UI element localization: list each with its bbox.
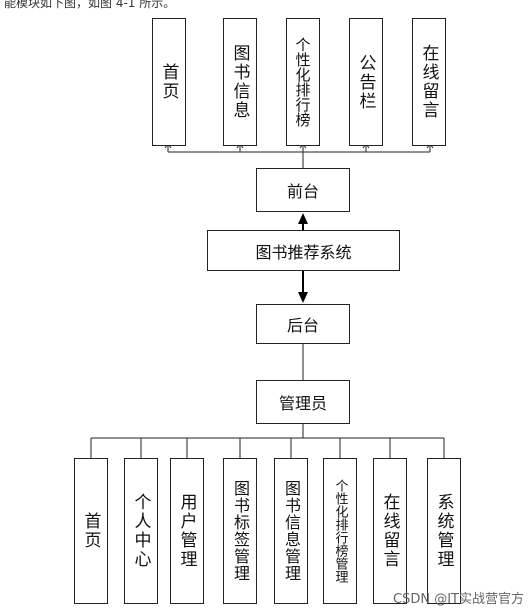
root-node: 图书推荐系统 [207, 230, 400, 271]
admin-module-book-info-management: 图书信息管理 [274, 458, 308, 604]
admin-module-book-tag-management: 图书标签管理 [223, 458, 257, 604]
admin-module-personal-center: 个人中心 [124, 458, 158, 604]
front-module-book-info: 图书信息 [223, 18, 257, 146]
caption-fragment: 能模块如下图，如图 4-1 所示。 [4, 0, 176, 10]
admin-module-personal-ranking-management: 个性化排行榜管理 [323, 458, 357, 604]
front-module-home: 首页 [152, 18, 186, 146]
front-node: 前台 [256, 168, 350, 212]
back-node: 后台 [256, 304, 350, 344]
admin-module-message: 在线留言 [373, 458, 407, 604]
front-module-message: 在线留言 [412, 18, 446, 146]
front-module-personal-ranking: 个性化排行榜 [286, 18, 320, 146]
front-module-bulletin: 公告栏 [349, 18, 383, 146]
watermark: CSDN @IT实战营官方 [393, 592, 524, 607]
admin-module-user-management: 用户管理 [170, 458, 204, 604]
admin-module-home: 首页 [74, 458, 108, 604]
admin-node: 管理员 [256, 380, 350, 424]
admin-module-system-management: 系统管理 [427, 458, 461, 604]
